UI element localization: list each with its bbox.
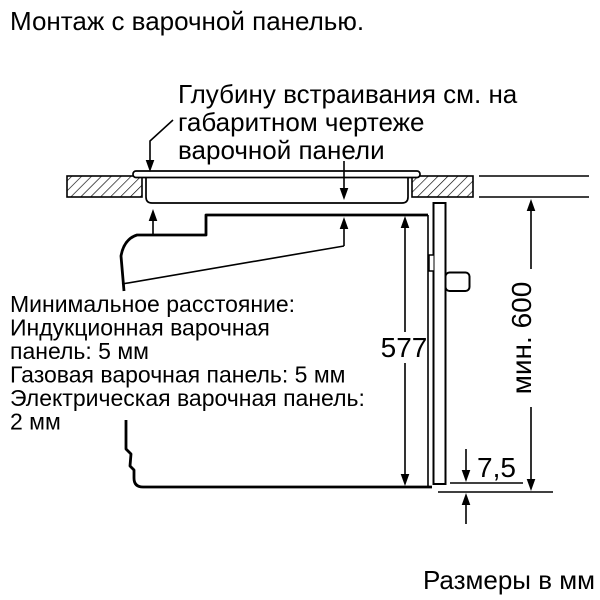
dimension-oven-height: 577 [381,216,428,486]
worktop-left-block [66,175,143,198]
arrow-up-icon [148,209,158,221]
min-distance-note: Минимальное расстояние: Индукционная вар… [10,291,365,435]
dimension-min-niche-height: мин. 600 [506,199,537,491]
rear-rail-notch [428,254,434,272]
oven-top-and-front-outline [119,213,428,292]
min-distance-line-4: Газовая варочная панель: 5 мм [10,362,346,388]
dim-7-5-label: 7,5 [477,452,516,483]
arrow-down-icon [339,188,349,200]
depth-note-line-3: варочной панели [178,135,385,165]
dimension-rear-gap: 7,5 [438,449,553,524]
hob [132,170,421,204]
min-distance-leader-line [121,245,345,285]
depth-note-line-2: габаритном чертеже [178,107,424,137]
arrow-down-icon [461,470,471,482]
min-distance-line-1: Минимальное расстояние: [10,291,295,317]
dim-600-label: мин. 600 [506,282,537,395]
min-distance-line-6: 2 мм [10,409,61,435]
arrow-up-icon [461,493,471,505]
oven-rear-rail [432,202,447,485]
min-distance-line-3: панель: 5 мм [10,338,149,364]
depth-note-leader [145,119,174,172]
page-title: Монтаж с варочной панелью. [10,6,364,36]
worktop [66,175,589,198]
hob-glass-top [132,170,421,179]
oven [119,202,471,489]
min-distance-arrows [121,161,349,285]
hob-tub [145,176,409,204]
units-note: Размеры в мм [423,565,595,595]
min-distance-line-5: Электрическая варочная панель: [10,385,365,411]
depth-note: Глубину встраивания см. на габаритном че… [178,79,518,165]
arrow-up-icon [400,216,410,228]
depth-note-line-1: Глубину встраивания см. на [178,79,518,109]
rear-mounting-bracket [444,271,471,292]
arrow-up-icon [339,217,349,229]
arrow-down-icon [400,474,410,486]
depth-leader-line [149,119,174,161]
min-distance-line-2: Индукционная варочная [10,315,270,341]
arrow-down-icon [145,160,155,172]
oven-bottom-outline [124,420,432,489]
arrow-down-icon [526,479,536,491]
dim-577-label: 577 [381,332,428,363]
arrow-up-icon [526,199,536,211]
worktop-right-block [411,175,474,198]
